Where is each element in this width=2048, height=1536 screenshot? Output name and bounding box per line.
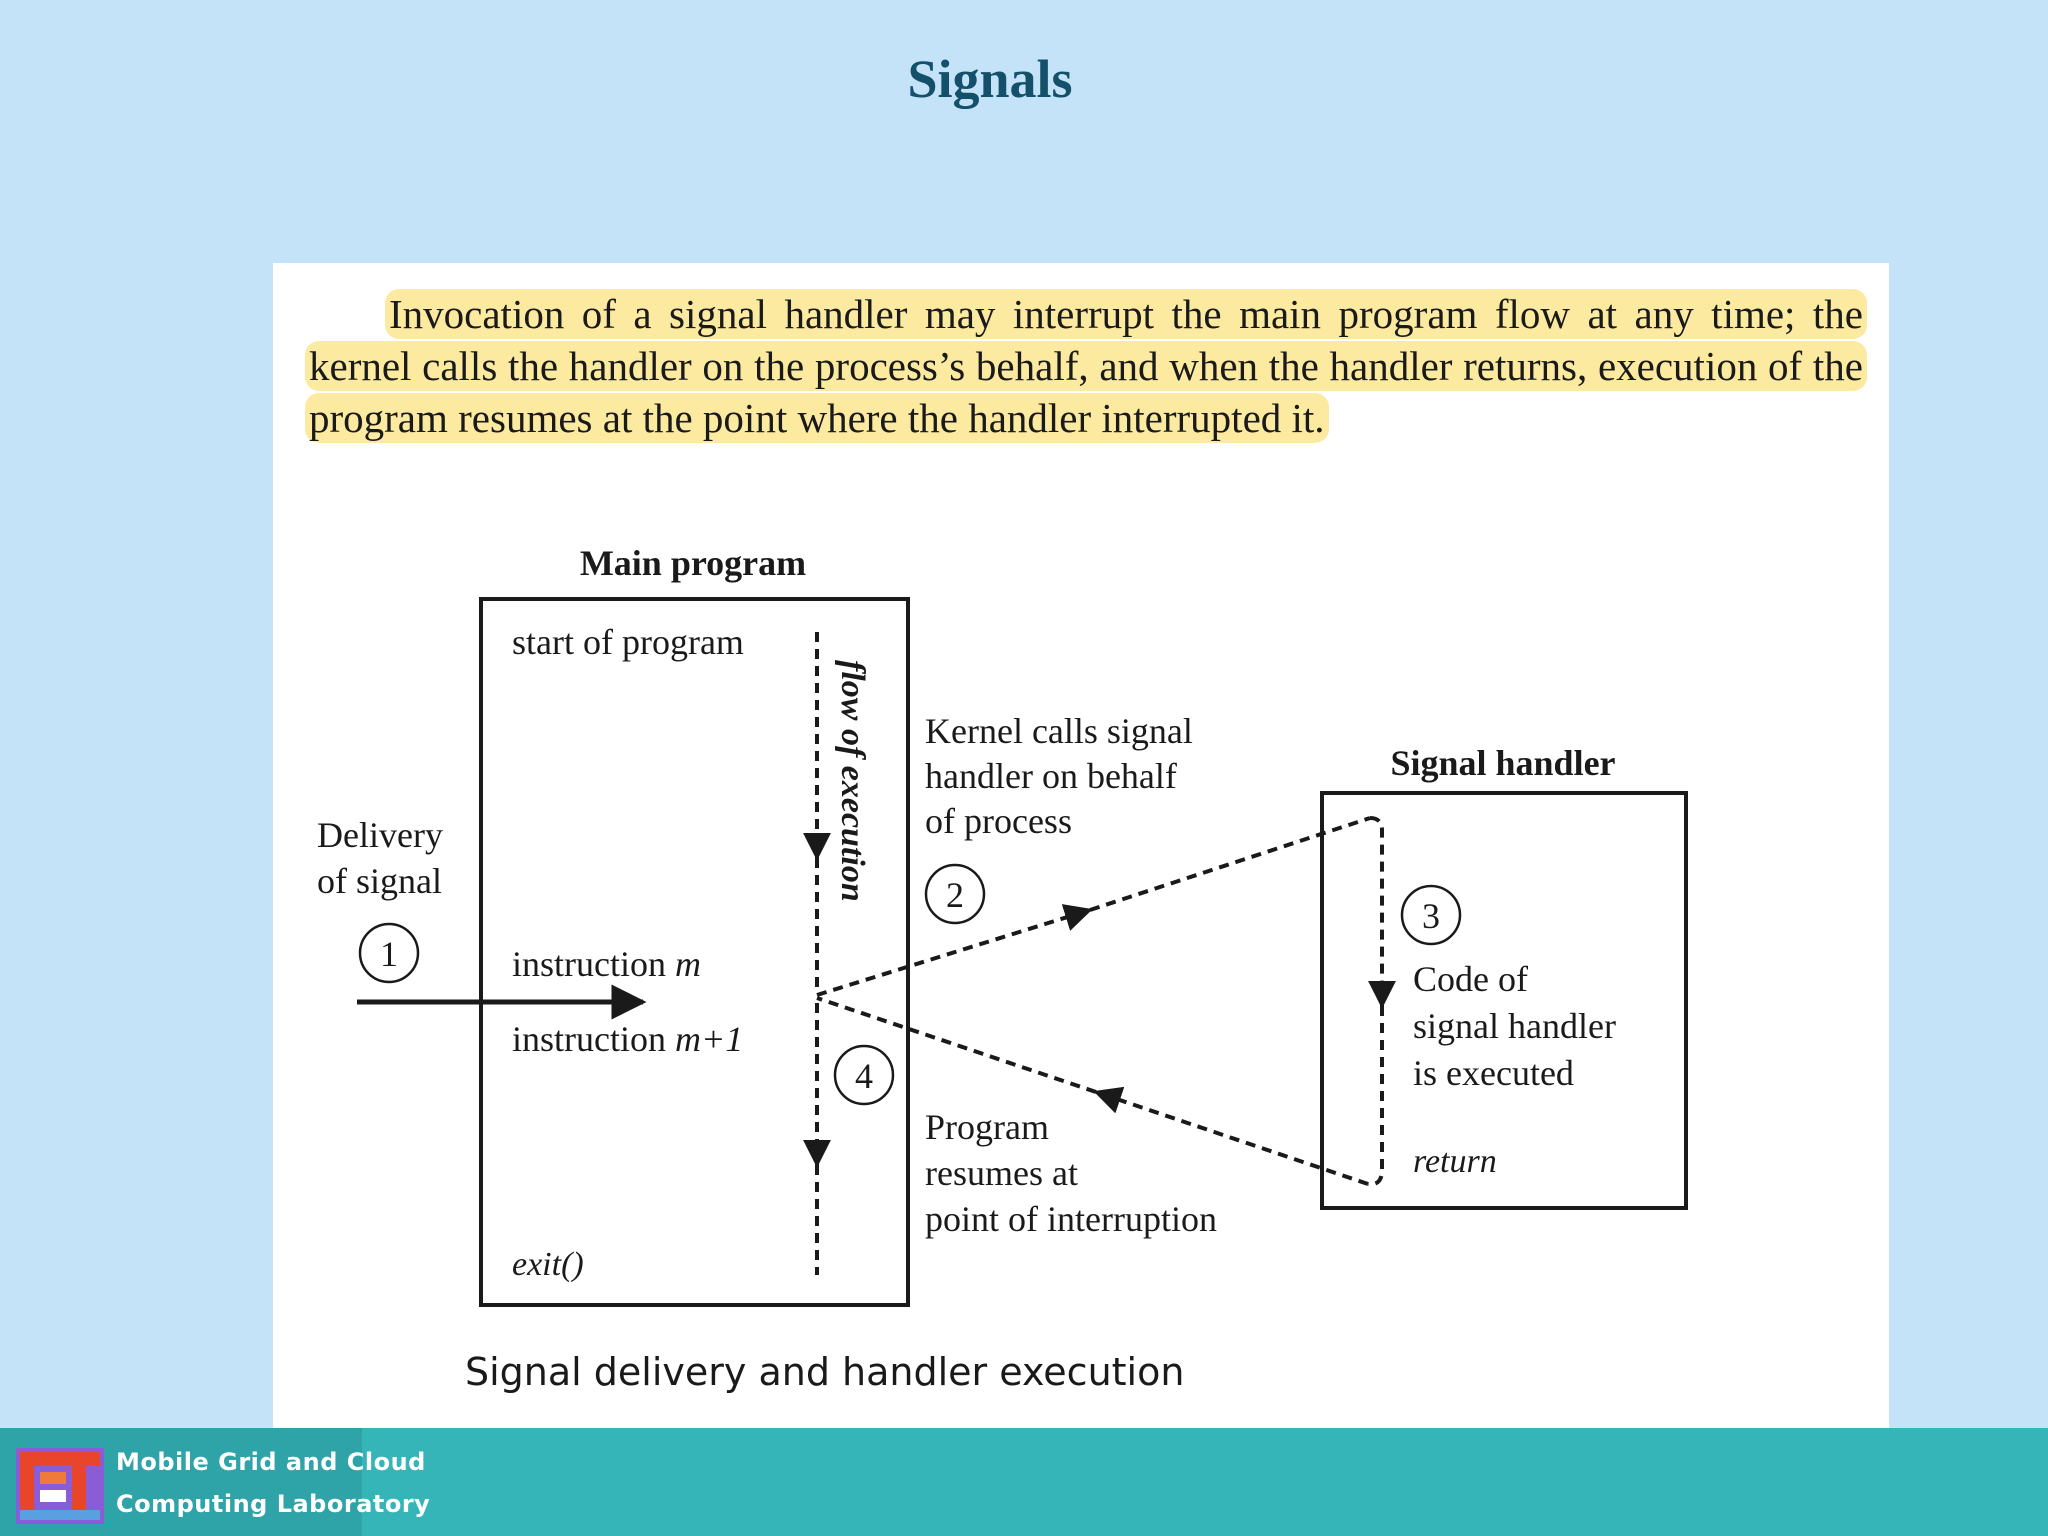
handler-code-line3: is executed bbox=[1413, 1053, 1574, 1093]
instruction-m-label: instruction m bbox=[512, 944, 701, 984]
exit-label: exit() bbox=[512, 1246, 584, 1283]
call-handler-line-b bbox=[1089, 816, 1371, 912]
main-program-title: Main program bbox=[580, 543, 806, 583]
resume-label-line2: resumes at bbox=[925, 1153, 1078, 1193]
delivery-label-line2: of signal bbox=[317, 861, 442, 901]
call-handler-line-a bbox=[816, 904, 1093, 997]
step-1-number: 1 bbox=[380, 934, 398, 974]
step-4-circle bbox=[833, 1044, 895, 1106]
lab-name-line2: Computing Laboratory bbox=[116, 1490, 431, 1518]
resume-label-line1: Program bbox=[925, 1107, 1049, 1147]
step-1-circle bbox=[358, 922, 420, 984]
handler-code-line1: Code of bbox=[1413, 959, 1528, 999]
flow-of-execution-label: flow of execution bbox=[834, 660, 871, 902]
signal-handler-title: Signal handler bbox=[1390, 743, 1615, 783]
kernel-label-line3: of process bbox=[925, 801, 1072, 841]
return-label: return bbox=[1413, 1143, 1497, 1180]
handler-flow-top bbox=[1368, 816, 1396, 1009]
return-line-b bbox=[816, 996, 1097, 1094]
step-3-circle bbox=[1400, 884, 1462, 946]
lab-name-line1: Mobile Grid and Cloud bbox=[116, 1448, 426, 1476]
signal-handler-box bbox=[1320, 791, 1688, 1210]
kernel-label-line1: Kernel calls signal bbox=[925, 711, 1193, 751]
step-2-circle bbox=[924, 863, 986, 925]
lab-logo-icon bbox=[16, 1448, 104, 1524]
start-of-program-label: start of program bbox=[512, 622, 744, 662]
slide-title: Signals bbox=[907, 49, 1073, 109]
intro-paragraph: Invocation of a signal handler may inter… bbox=[305, 288, 1867, 444]
step-3-number: 3 bbox=[1422, 896, 1440, 936]
instruction-m1-label: instruction m+1 bbox=[512, 1019, 743, 1059]
step-4-number: 4 bbox=[855, 1056, 873, 1096]
step-2-number: 2 bbox=[946, 875, 964, 915]
resume-label-line3: point of interruption bbox=[925, 1199, 1217, 1239]
handler-code-line2: signal handler bbox=[1413, 1006, 1616, 1046]
return-line-a bbox=[1093, 1086, 1369, 1186]
kernel-label-line2: handler on behalf bbox=[925, 756, 1177, 796]
handler-flow-bottom bbox=[1367, 1006, 1384, 1187]
figure-caption: Signal delivery and handler execution bbox=[465, 1350, 1185, 1394]
main-program-box bbox=[479, 597, 910, 1307]
highlighted-text: Invocation of a signal handler may inter… bbox=[305, 289, 1867, 443]
delivery-label-line1: Delivery bbox=[317, 815, 443, 855]
content-panel bbox=[273, 263, 1889, 1428]
